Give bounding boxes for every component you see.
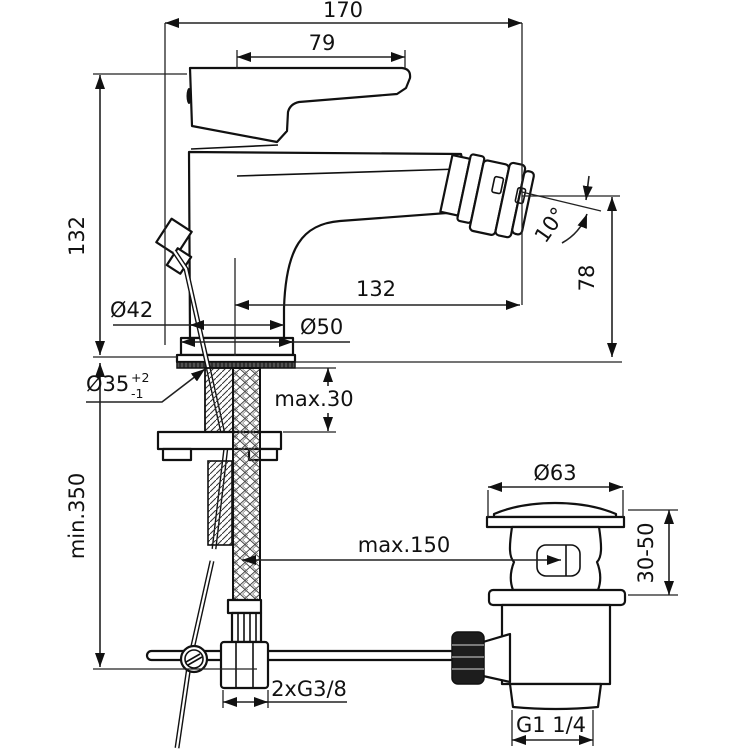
handle-shadow-mark	[186, 88, 192, 104]
supply-hose	[232, 367, 261, 601]
dim-label-2xg38: 2xG3/8	[271, 677, 347, 701]
dim-hole-diameter: Ø35 +2 -1	[86, 368, 206, 403]
dim-overall-projection: 170	[165, 0, 522, 28]
dim-hose-clearance: min.350	[65, 363, 105, 667]
dim-label-170: 170	[323, 0, 363, 22]
spout-seam-line	[236, 168, 460, 177]
dim-label-132-horizontal: 132	[356, 277, 396, 301]
dim-rod-reach: max.150	[242, 533, 561, 565]
dim-spray-angle: 10°	[530, 175, 593, 247]
hose-hex-nut	[219, 640, 270, 690]
dim-label-d35-tol-minus: -1	[131, 386, 143, 401]
drain-plug-dome	[492, 501, 618, 519]
threaded-shank	[204, 367, 234, 433]
dim-waste-flange-diameter: Ø63	[488, 461, 623, 492]
cartridge-collar-line	[190, 144, 279, 150]
faucet-body	[187, 150, 476, 340]
dim-label-max150: max.150	[358, 533, 451, 557]
dim-body-diameter: Ø42	[110, 298, 284, 330]
dim-supply-connection: 2xG3/8	[223, 677, 347, 707]
dim-label-132-vertical: 132	[65, 216, 89, 256]
mounting-bracket	[156, 430, 283, 451]
dim-base-diameter: Ø50	[181, 315, 350, 347]
bracket-foot-left	[161, 447, 193, 462]
dim-label-d35: Ø35	[86, 372, 129, 396]
threaded-shank-lower	[207, 460, 233, 546]
drain-upper-flange	[485, 515, 626, 529]
rod-connector-knob	[451, 631, 485, 685]
dim-deck-thickness: max.30	[274, 368, 354, 431]
base-escutcheon	[179, 336, 295, 357]
drain-lower-flange	[487, 588, 627, 607]
hose-collar	[226, 598, 263, 615]
hose-ribbed-section	[230, 611, 263, 644]
drain-neck	[508, 525, 603, 592]
dim-label-g114: G1 1/4	[516, 713, 586, 737]
dim-handle-length: 79	[237, 31, 405, 62]
dimension-annotations: 170 79 132 min.350 132 Ø42	[65, 0, 678, 746]
dim-label-d42: Ø42	[110, 298, 153, 322]
dim-height-above-deck: 132	[65, 75, 105, 355]
dim-waste-thread: G1 1/4	[512, 713, 593, 745]
dim-waste-adjust-height: 30-50	[634, 510, 674, 595]
popup-knob	[155, 217, 193, 257]
lever-handle	[188, 66, 412, 144]
dim-label-min350: min.350	[65, 473, 89, 559]
spray-nozzle	[439, 153, 535, 239]
dim-label-78: 78	[575, 265, 599, 292]
rod-ball-joint	[179, 644, 209, 674]
dim-spout-reach: 132	[235, 277, 520, 310]
extension-lines	[93, 23, 678, 746]
dim-label-30-50: 30-50	[634, 522, 658, 583]
drain-tailpiece	[508, 682, 603, 711]
rod-connector-cone	[481, 632, 512, 684]
dim-outlet-height: 78	[575, 197, 617, 357]
dim-label-10deg: 10°	[530, 203, 571, 247]
drain-assembly	[451, 501, 627, 711]
deck-plate	[175, 353, 297, 364]
dim-label-d35-tol-plus: +2	[131, 370, 149, 385]
dim-label-max30: max.30	[274, 387, 353, 411]
dim-label-79: 79	[309, 31, 336, 55]
drain-body	[500, 603, 612, 686]
dim-label-d50: Ø50	[300, 315, 343, 339]
dim-label-d63: Ø63	[533, 461, 576, 485]
